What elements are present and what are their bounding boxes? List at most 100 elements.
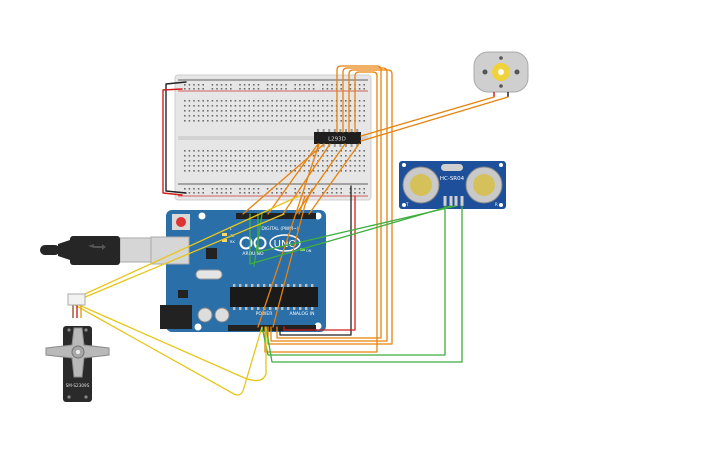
l293d-driver[interactable]: L293D [314, 129, 361, 147]
breadboard-hole [312, 105, 315, 107]
wire-orange-diag-3[interactable] [282, 143, 331, 215]
wire-orange-diag-5[interactable] [308, 143, 360, 215]
wire-green-vcc[interactable] [261, 205, 446, 356]
breadboard-hole [345, 120, 347, 122]
breadboard-hole [216, 120, 218, 122]
arduino-uno[interactable]: UNO ARDUINO DIGITAL (PWM~) POWER ANALOG … [150, 210, 326, 332]
tx-led [222, 233, 227, 236]
breadboard-hole [266, 84, 269, 86]
servo-motor[interactable]: SM-S2309S [45, 293, 110, 402]
breadboard-hole [243, 88, 246, 90]
breadboard-hole [266, 120, 269, 122]
breadboard-hole [207, 120, 209, 122]
breadboard-hole [239, 100, 241, 102]
breadboard-hole [197, 165, 200, 167]
breadboard-hole [239, 120, 241, 122]
wire-orange-diag-4[interactable] [295, 143, 346, 215]
hc-sr04-sensor[interactable]: HC-SR04 T R [399, 161, 506, 209]
wire-yellow-gnd[interactable] [72, 303, 263, 396]
wire-green-echo[interactable] [257, 205, 457, 253]
breadboard-hole [322, 188, 324, 190]
wire-green-short[interactable] [253, 213, 263, 267]
wire-yellow-vcc[interactable] [78, 304, 267, 382]
sensor-pin [454, 196, 458, 206]
breadboard-hole [197, 155, 200, 157]
wire-orange-loop-2[interactable] [270, 67, 388, 342]
breadboard-hole [308, 115, 310, 117]
breadboard-hole [188, 192, 191, 194]
breadboard-hole [248, 150, 250, 152]
wire-rail-black[interactable] [165, 81, 187, 194]
breadboard-hole [202, 170, 204, 172]
breadboard-hole [326, 120, 329, 122]
breadboard-hole [188, 105, 191, 107]
wire-orange-motor-1[interactable] [360, 96, 495, 137]
breadboard[interactable] [174, 74, 372, 201]
breadboard-hole [253, 105, 255, 107]
breadboard-hole [266, 155, 269, 157]
breadboard-hole [253, 192, 255, 194]
breadboard-hole [280, 170, 283, 172]
breadboard-hole [211, 120, 214, 122]
breadboard-hole [349, 100, 352, 102]
reset-button[interactable] [176, 217, 186, 227]
breadboard-hole [220, 84, 223, 86]
wire-orange-diag-1[interactable] [242, 143, 325, 215]
sensor-pin [449, 196, 453, 206]
wire-green-gnd[interactable] [265, 205, 463, 363]
breadboard-hole [312, 110, 315, 112]
wire-black-gnd[interactable] [279, 185, 352, 336]
breadboard-hole [211, 188, 214, 190]
wire-yellow-signal-1[interactable] [73, 195, 300, 300]
breadboard-hole [230, 100, 232, 102]
breadboard-hole [322, 84, 324, 86]
wire-red-5v[interactable] [283, 195, 356, 331]
breadboard-hole [216, 188, 218, 190]
l293d-pin [350, 129, 353, 132]
motor-screw [514, 69, 520, 75]
breadboard-hole [354, 192, 356, 194]
wire-green-trig[interactable] [249, 205, 452, 265]
wires [72, 65, 509, 396]
breadboard-hole [331, 188, 333, 190]
breadboard-hole [220, 115, 223, 117]
wire-orange-diag-7[interactable] [257, 143, 320, 328]
breadboard-hole [299, 120, 301, 122]
breadboard-hole [220, 165, 223, 167]
small-chip [206, 248, 217, 259]
wire-orange-loop-3[interactable] [267, 69, 393, 345]
wire-orange-diag-2[interactable] [267, 143, 319, 215]
breadboard-hole [276, 105, 278, 107]
wire-yellow-signal-2[interactable] [77, 213, 285, 301]
breadboard-hole [345, 155, 347, 157]
breadboard-hole [303, 155, 306, 157]
breadboard-hole [202, 105, 204, 107]
dc-motor[interactable] [473, 51, 529, 97]
breadboard-hole [349, 105, 352, 107]
l293d-pin [322, 144, 325, 147]
wire-orange-diag-6[interactable] [272, 188, 313, 328]
wire-orange-loop-4[interactable] [264, 71, 378, 353]
breadboard-hole [216, 150, 218, 152]
wire-orange-short[interactable] [298, 195, 306, 215]
breadboard-hole [225, 165, 227, 167]
breadboard-hole [312, 100, 315, 102]
wire-orange-motor-2[interactable] [360, 96, 509, 142]
usb-cable[interactable] [40, 236, 152, 265]
breadboard-hole [184, 105, 186, 107]
servo-screw [84, 328, 88, 332]
breadboard-hole [280, 120, 283, 122]
breadboard-hole [285, 120, 287, 122]
wire-rail-red[interactable] [162, 88, 183, 196]
breadboard-hole [184, 110, 186, 112]
breadboard-hole [216, 88, 218, 90]
breadboard-hole [312, 155, 315, 157]
breadboard-hole [230, 120, 232, 122]
breadboard-hole [234, 115, 237, 117]
breadboard-hole [225, 84, 227, 86]
breadboard-hole [363, 170, 365, 172]
breadboard-hole [276, 188, 278, 190]
breadboard-hole [234, 170, 237, 172]
breadboard-hole [322, 110, 324, 112]
breadboard-hole [271, 165, 273, 167]
